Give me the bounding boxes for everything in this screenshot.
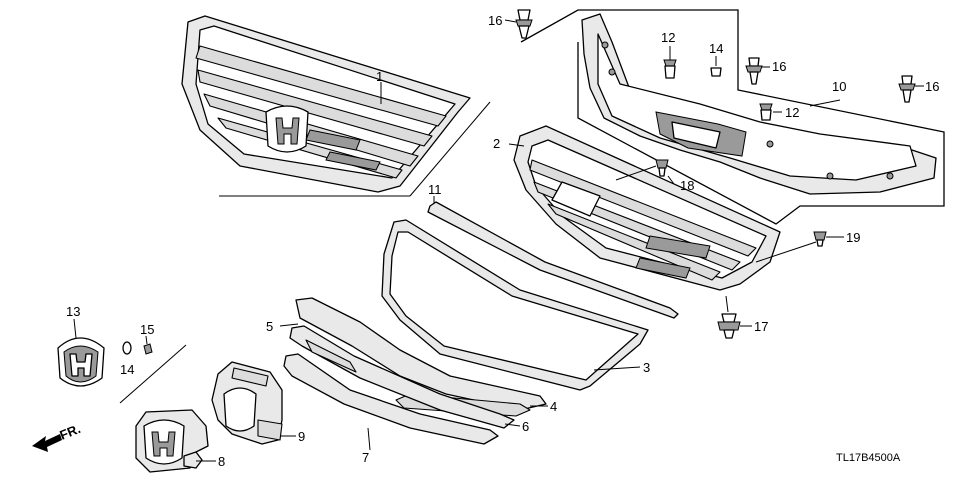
callout-14: 15 [140, 322, 154, 337]
callout-12: 12 [785, 105, 799, 120]
screw-18-icon [655, 159, 669, 177]
callout-5: 5 [266, 319, 273, 334]
callout-2: 2 [493, 136, 500, 151]
clip-17-icon [717, 313, 741, 339]
callout-14: 14 [120, 362, 134, 377]
callout-1: 1 [376, 69, 383, 84]
callout-4: 4 [550, 399, 557, 414]
clip-12-icon [663, 59, 677, 79]
clip-15-icon [710, 67, 722, 77]
front-direction-arrow-icon [32, 434, 62, 452]
callout-12: 12 [661, 30, 675, 45]
diagram-code: TL17B4500A [836, 452, 901, 464]
moulding-ring-3 [381, 219, 649, 391]
h-emblem-icon [57, 337, 105, 387]
bracket-frame-box [520, 9, 945, 225]
front-marker: FR. [58, 421, 83, 443]
callout-13: 13 [66, 304, 80, 319]
grille-bar-7 [283, 353, 499, 445]
callout-7: 7 [362, 450, 369, 465]
clip-16-icon [515, 9, 533, 39]
callout-16: 16 [925, 79, 939, 94]
upper-bracket-assembly [581, 13, 937, 195]
callout-10: 10 [832, 79, 846, 94]
callout-8: 8 [218, 454, 225, 469]
emblem-base-8 [135, 409, 209, 473]
callout-18: 18 [680, 178, 694, 193]
callout-19: 19 [846, 230, 860, 245]
screw-19-icon [813, 231, 827, 247]
grille-bar-6 [289, 325, 515, 429]
clip-12-icon [759, 103, 773, 121]
nut-14-icon [143, 343, 153, 355]
callout-16: 16 [488, 13, 502, 28]
emblem-bracket-9 [211, 361, 283, 445]
callout-3: 3 [643, 360, 650, 375]
lower-grille-assembly [513, 125, 781, 291]
callout-9: 9 [298, 429, 305, 444]
callout-17: 17 [754, 319, 768, 334]
grille-bar-5 [295, 297, 547, 411]
upper-grille-assembly [181, 15, 471, 193]
callout-6: 6 [522, 419, 529, 434]
nut-14-icon [122, 341, 132, 355]
callout-16: 16 [772, 59, 786, 74]
clip-16-icon [745, 57, 763, 85]
callout-11: 11 [428, 182, 442, 197]
callout-15: 14 [709, 41, 723, 56]
clip-16-icon [898, 75, 916, 103]
h-emblem-icon [265, 105, 309, 153]
moulding-strip-11 [427, 201, 679, 319]
